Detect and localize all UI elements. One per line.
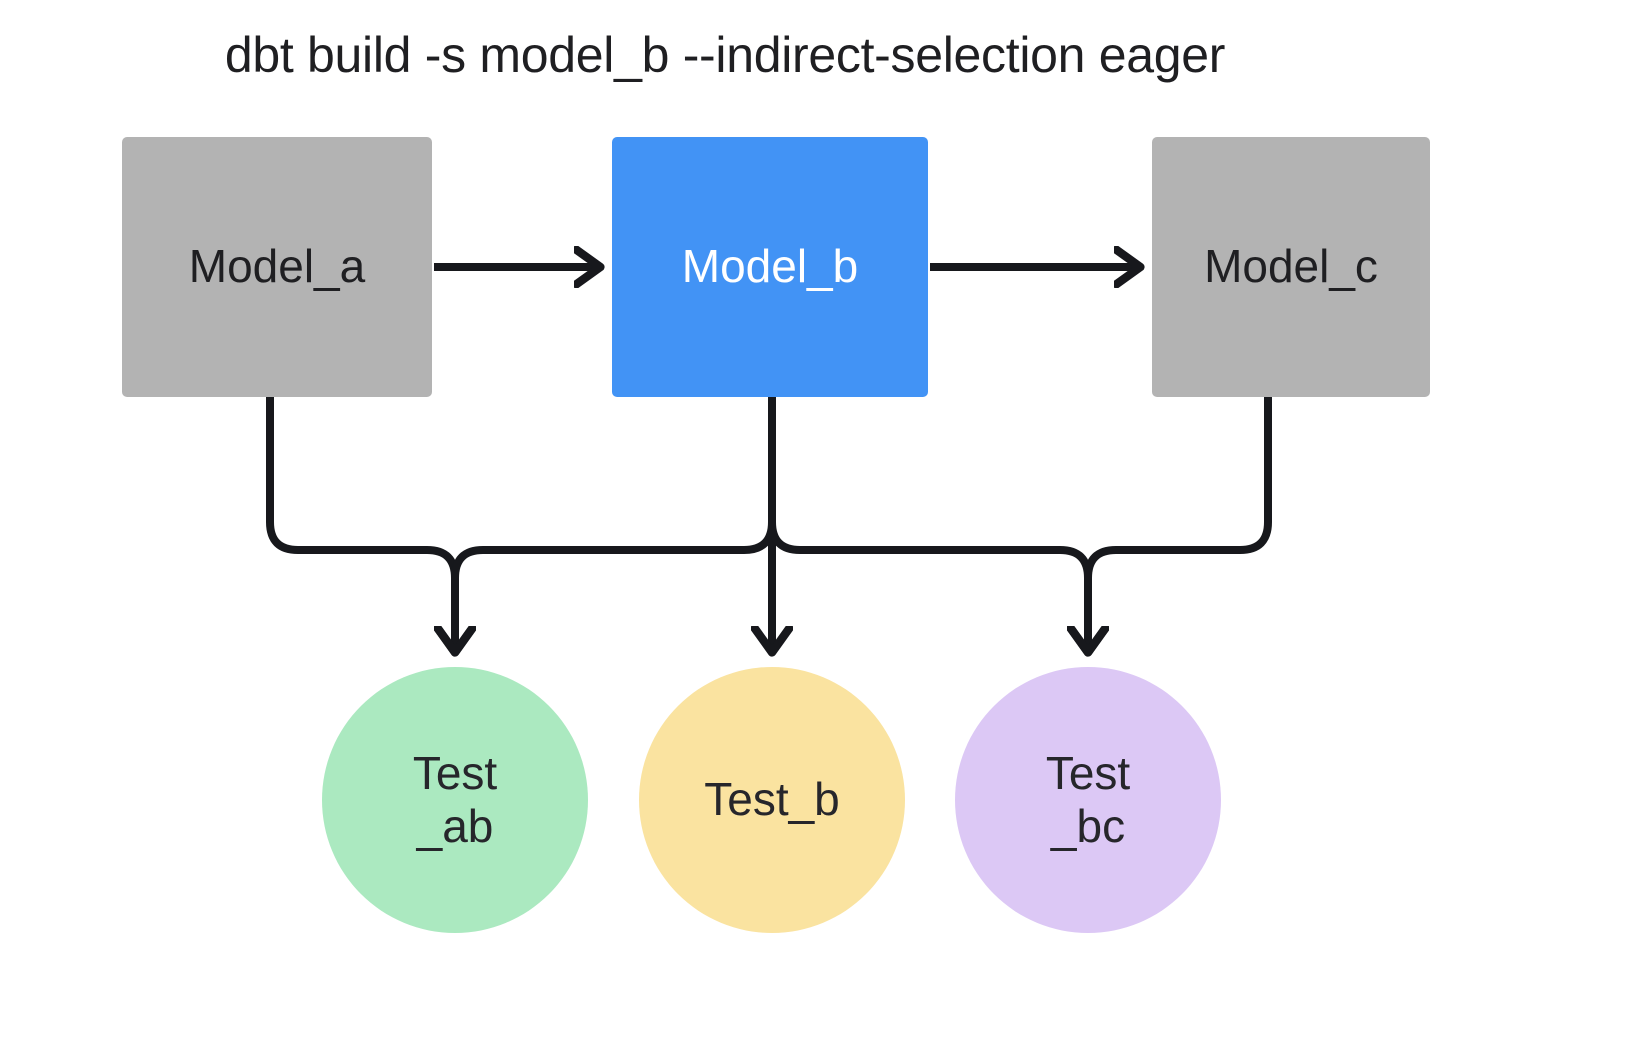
node-test-bc[interactable] [955,667,1221,933]
node-model-b[interactable] [612,137,928,397]
test-nodes [322,667,1221,933]
node-model-c[interactable] [1152,137,1430,397]
node-model-a[interactable] [122,137,432,397]
node-test-b[interactable] [639,667,905,933]
edge-model-b-to-test-bc [768,397,1088,650]
edge-model-a-to-test-ab [266,397,455,650]
edge-model-c-to-test-bc [1088,397,1272,650]
edge-layer [266,267,1272,650]
model-nodes [122,137,1430,397]
node-test-ab[interactable] [322,667,588,933]
diagram-title: dbt build -s model_b --indirect-selectio… [224,27,1226,83]
edge-model-b-to-test-ab [455,397,776,650]
